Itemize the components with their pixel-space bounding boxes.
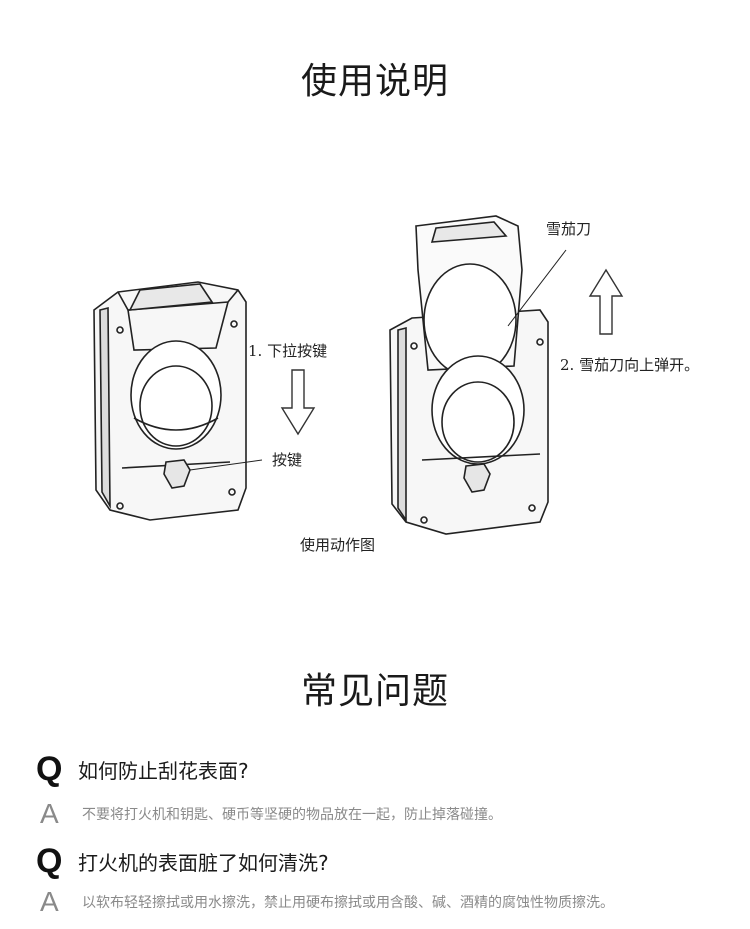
a-marker: A — [40, 798, 59, 829]
label-blade: 雪茄刀 — [546, 220, 591, 238]
faq-question-1: Q 如何防止刮花表面? — [36, 750, 249, 789]
down-arrow-icon — [280, 369, 316, 436]
faq-question-2: Q 打火机的表面脏了如何清洗? — [36, 842, 329, 881]
label-step2: 2. 雪茄刀向上弹开。 — [560, 356, 699, 374]
question-text: 如何防止刮花表面? — [78, 759, 249, 783]
cutter-open-illustration — [389, 215, 549, 535]
usage-diagram: 1. 下拉按键 按键 雪茄刀 2. 雪茄刀向上弹开。 使用动作图 — [93, 215, 699, 554]
q-marker: Q — [36, 750, 63, 788]
label-button: 按键 — [272, 451, 302, 469]
usage-title: 使用说明 — [300, 61, 449, 102]
label-step1: 1. 下拉按键 — [248, 342, 327, 360]
cutter-closed-illustration — [93, 281, 247, 521]
faq-answer-1: A 不要将打火机和钥匙、硬币等坚硬的物品放在一起，防止掉落碰撞。 — [36, 798, 502, 830]
q-marker: Q — [36, 842, 63, 880]
answer-text: 不要将打火机和钥匙、硬币等坚硬的物品放在一起，防止掉落碰撞。 — [82, 807, 502, 823]
label-caption: 使用动作图 — [300, 536, 375, 554]
a-marker: A — [40, 886, 59, 917]
faq-answer-2: A 以软布轻轻擦拭或用水擦洗，禁止用硬布擦拭或用含酸、碱、酒精的腐蚀性物质擦洗。 — [36, 886, 614, 918]
faq-title: 常见问题 — [300, 671, 449, 712]
answer-text: 以软布轻轻擦拭或用水擦洗，禁止用硬布擦拭或用含酸、碱、酒精的腐蚀性物质擦洗。 — [82, 895, 614, 911]
up-arrow-icon — [588, 268, 624, 335]
question-text: 打火机的表面脏了如何清洗? — [78, 851, 329, 875]
